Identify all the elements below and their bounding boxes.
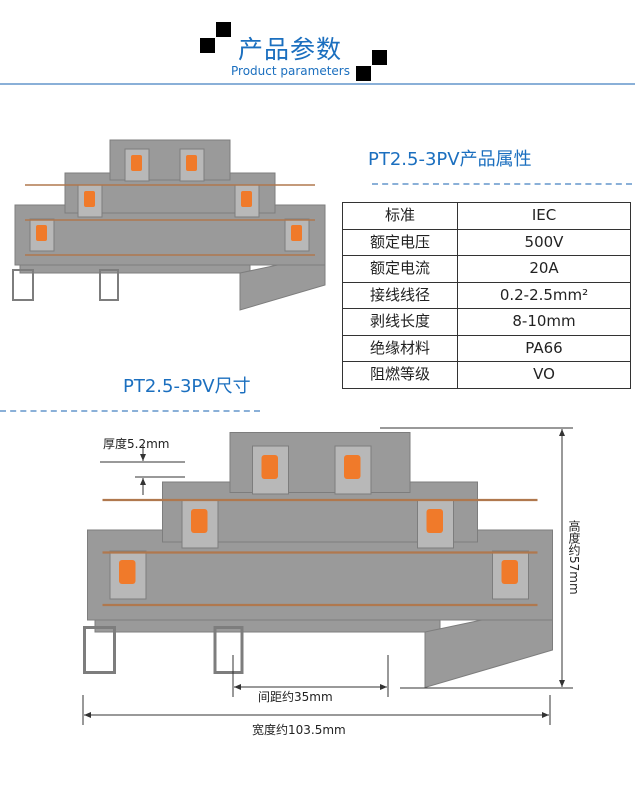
spring-clip [191,509,208,533]
terminal-foot-left [12,269,34,301]
spring-clip [426,509,443,533]
spring-clip [36,225,47,241]
attribute-key: 额定电流 [342,255,458,283]
attribute-value: PA66 [457,334,631,362]
spring-clip [84,191,95,207]
dimension-arrows [84,429,565,718]
attributes-title: PT2.5-3PV产品属性 [368,149,532,170]
attribute-value: 20A [457,255,631,283]
attribute-key: 标准 [342,202,458,230]
attribute-value: VO [457,361,631,389]
attribute-key: 绝缘材料 [342,334,458,362]
spring-slot [181,499,219,549]
attributes-divider [372,183,632,185]
spring-clip [291,225,302,241]
attribute-key: 阻燃等级 [342,361,458,389]
terminal-small [12,139,326,311]
attribute-value: IEC [457,202,631,230]
dimension-height-label: 高度约57mm [567,520,581,595]
header-divider [0,83,635,85]
attribute-key: 剥线长度 [342,308,458,336]
terminal-foot-left [83,626,116,674]
page-subtitle: Product parameters [231,64,350,78]
spring-clip [344,455,361,479]
attribute-value: 8-10mm [457,308,631,336]
attribute-key: 额定电压 [342,228,458,256]
dimension-pitch-label: 间距约35mm [258,690,333,704]
attribute-value: 0.2-2.5mm² [457,281,631,309]
terminal-foot-mid [99,269,119,301]
terminal-large [83,432,553,689]
terminal-tier [87,529,553,621]
dimension-width-label: 宽度约103.5mm [252,723,346,737]
dimension-lines [82,427,573,725]
spring-slot [29,218,55,252]
dimensions-title: PT2.5-3PV尺寸 [123,376,251,397]
dimension-thickness-label: 厚度5.2mm [103,437,170,451]
spring-clip [186,155,197,171]
spring-clip [131,155,142,171]
attribute-key: 接线线径 [342,281,458,309]
page-title: 产品参数 [238,35,343,64]
terminal-tier [14,204,326,266]
spring-clip [501,560,518,584]
dimensions-divider [0,410,260,412]
spring-clip [241,191,252,207]
attribute-value: 500V [457,228,631,256]
product-image-small [12,139,326,311]
spring-clip [119,560,136,584]
spring-clip [261,455,278,479]
terminal-foot-mid [213,626,244,674]
dimension-drawing [82,427,573,725]
